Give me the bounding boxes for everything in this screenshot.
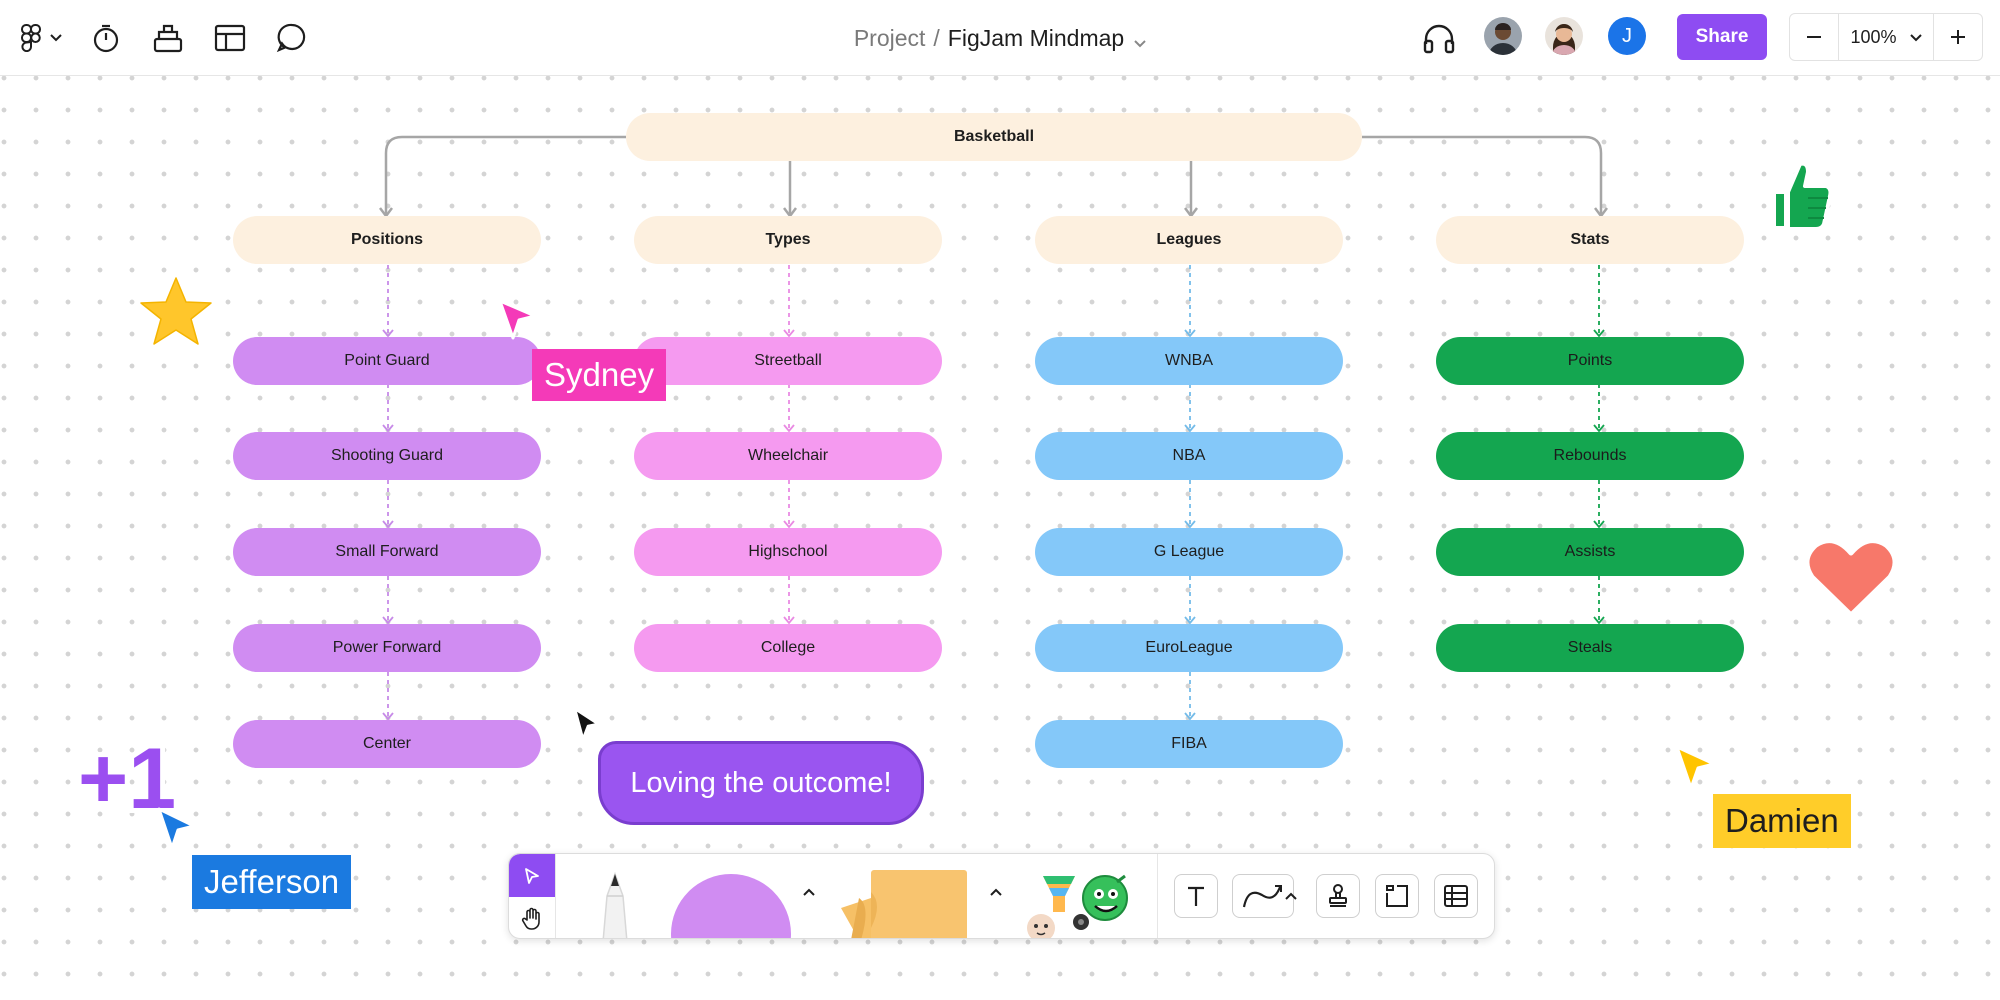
avatar[interactable] (1484, 17, 1522, 55)
file-name[interactable]: FigJam Mindmap (947, 25, 1125, 51)
avatar[interactable] (1545, 17, 1583, 55)
headphones-icon[interactable] (1419, 18, 1459, 58)
creation-toolbar (508, 853, 1495, 939)
text-icon (1188, 886, 1204, 906)
zoom-in-icon[interactable] (1933, 14, 1982, 60)
mindmap-node[interactable]: Center (233, 720, 541, 768)
cursor-arrow-icon (573, 707, 600, 741)
top-bar: Project/FigJam Mindmap J Share 100 (0, 0, 2000, 76)
mindmap-node[interactable]: WNBA (1035, 337, 1343, 385)
mindmap-node[interactable]: G League (1035, 528, 1343, 576)
marker-tool-icon[interactable] (585, 866, 645, 939)
cursor-arrow-icon (498, 299, 537, 340)
chevron-down-icon[interactable] (46, 18, 66, 58)
hand-tool[interactable] (509, 897, 555, 938)
hand-icon (521, 907, 540, 930)
toolbar-divider (1157, 854, 1158, 938)
connector-icon (1242, 885, 1282, 908)
file-menu-chevron-icon[interactable] (1134, 26, 1146, 54)
cursor-arrow-icon (1675, 745, 1716, 790)
heart-sticker-icon[interactable] (1804, 535, 1898, 621)
stamp-icon (1329, 884, 1347, 907)
stickers-widgets-tool-icon[interactable] (1019, 872, 1129, 939)
mindmap-node[interactable]: Small Forward (233, 528, 541, 576)
mindmap-node[interactable]: Rebounds (1436, 432, 1744, 480)
layout-icon[interactable] (210, 18, 250, 58)
plus-one-sticker-icon[interactable]: +1 +1 (73, 726, 181, 832)
cursor-icon (525, 867, 539, 884)
mindmap-root-node[interactable]: Basketball (626, 113, 1362, 161)
mindmap-node[interactable]: Points (1436, 337, 1744, 385)
table-tool[interactable] (1434, 874, 1478, 918)
sticky-note-tool-icon[interactable] (831, 868, 971, 939)
select-tool[interactable] (509, 854, 555, 897)
mindmap-node[interactable]: Wheelchair (634, 432, 942, 480)
section-tool[interactable] (1375, 874, 1419, 918)
mindmap-node[interactable]: Shooting Guard (233, 432, 541, 480)
branch-header-leagues[interactable]: Leagues (1035, 216, 1343, 264)
toolbar-divider (555, 854, 556, 938)
mindmap-node[interactable]: Steals (1436, 624, 1744, 672)
stamp-tool[interactable] (1316, 874, 1360, 918)
branch-header-stats[interactable]: Stats (1436, 216, 1744, 264)
mindmap-node[interactable]: College (634, 624, 942, 672)
thumbs-up-sticker-icon[interactable] (1768, 158, 1834, 232)
cursor-label-jefferson: Jefferson (192, 855, 352, 909)
figma-logo-icon[interactable] (14, 18, 48, 58)
zoom-control: 100% (1789, 13, 1983, 61)
comment-icon[interactable] (272, 18, 312, 58)
chevron-up-icon[interactable] (1284, 891, 1298, 901)
zoom-level-value: 100% (1850, 27, 1897, 47)
mindmap-node[interactable]: EuroLeague (1035, 624, 1343, 672)
cursor-label-damien: Damien (1713, 794, 1851, 848)
zoom-level-dropdown[interactable]: 100% (1838, 14, 1934, 60)
chevron-down-icon (1909, 34, 1922, 42)
breadcrumb-project[interactable]: Project (853, 25, 926, 51)
mindmap-node[interactable]: Point Guard (233, 337, 541, 385)
share-button[interactable]: Share (1677, 14, 1767, 60)
mindmap-node[interactable]: Power Forward (233, 624, 541, 672)
shape-tool-icon[interactable] (669, 868, 793, 939)
mindmap-node[interactable]: Assists (1436, 528, 1744, 576)
avatar[interactable]: J (1608, 17, 1646, 55)
cursor-label-sydney: Sydney (532, 349, 667, 401)
zoom-out-icon[interactable] (1790, 14, 1839, 60)
comment-bubble[interactable]: Loving the outcome! (598, 741, 924, 825)
chevron-up-icon[interactable] (989, 887, 1003, 897)
mindmap-node[interactable]: Streetball (634, 337, 942, 385)
plus-one-sticker-text: +1 (78, 731, 174, 818)
section-icon (1386, 885, 1408, 907)
breadcrumb: Project / FigJam Mindmap (0, 24, 2000, 54)
cursor-arrow-icon (157, 807, 196, 850)
mindmap-node[interactable]: NBA (1035, 432, 1343, 480)
branch-header-types[interactable]: Types (634, 216, 942, 264)
table-icon (1444, 885, 1468, 907)
branch-header-positions[interactable]: Positions (233, 216, 541, 264)
star-sticker-icon[interactable] (136, 272, 216, 352)
mindmap-node[interactable]: FIBA (1035, 720, 1343, 768)
chevron-up-icon[interactable] (802, 887, 816, 897)
stamp-library-icon[interactable] (148, 18, 188, 58)
timer-icon[interactable] (86, 18, 126, 58)
breadcrumb-separator: / (933, 25, 940, 51)
text-tool[interactable] (1174, 874, 1218, 918)
mindmap-node[interactable]: Highschool (634, 528, 942, 576)
